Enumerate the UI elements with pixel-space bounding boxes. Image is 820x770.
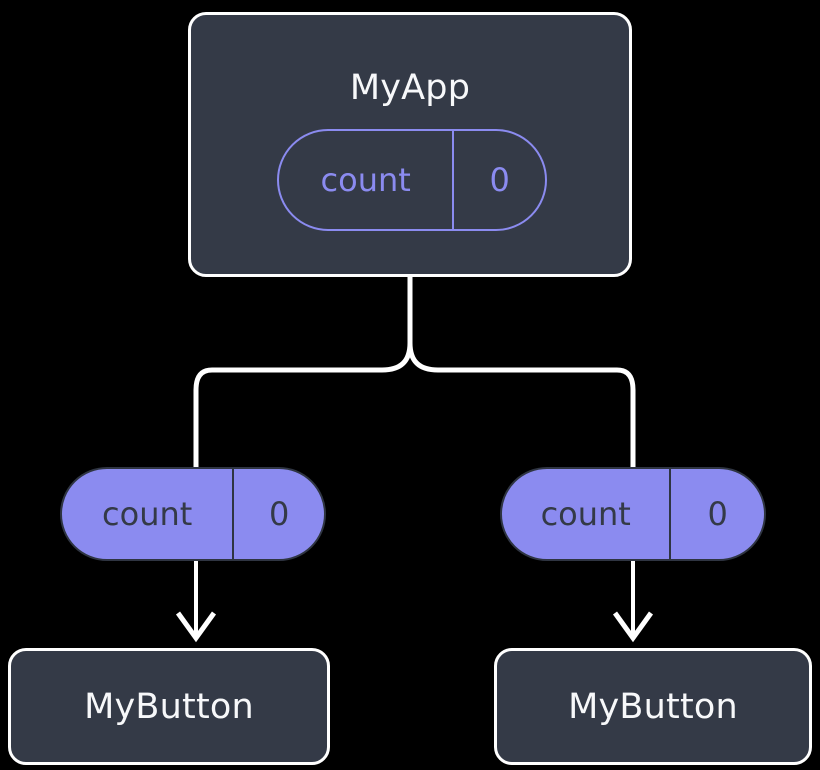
left-leaf-component-title: MyButton bbox=[84, 686, 254, 727]
right-arrow-head-icon bbox=[612, 611, 654, 643]
left-leaf-component-node[interactable]: MyButton bbox=[8, 648, 330, 765]
left-state-value: 0 bbox=[232, 469, 324, 559]
left-arrow-head-icon bbox=[175, 611, 217, 643]
right-leaf-component-node[interactable]: MyButton bbox=[494, 648, 812, 765]
right-state-pill[interactable]: count 0 bbox=[500, 467, 766, 561]
root-state-key: count bbox=[320, 161, 411, 199]
root-state-value: 0 bbox=[452, 131, 545, 229]
right-state-value: 0 bbox=[669, 469, 764, 559]
right-state-key: count bbox=[540, 495, 631, 533]
root-component-node[interactable]: MyApp bbox=[188, 12, 632, 277]
right-leaf-component-title: MyButton bbox=[568, 686, 738, 727]
left-state-key: count bbox=[102, 495, 193, 533]
root-component-title: MyApp bbox=[349, 68, 471, 108]
fork-edge-right bbox=[407, 342, 636, 468]
left-state-pill[interactable]: count 0 bbox=[60, 467, 326, 561]
root-state-pill[interactable]: count 0 bbox=[277, 129, 547, 231]
fork-edge-left bbox=[193, 342, 413, 468]
